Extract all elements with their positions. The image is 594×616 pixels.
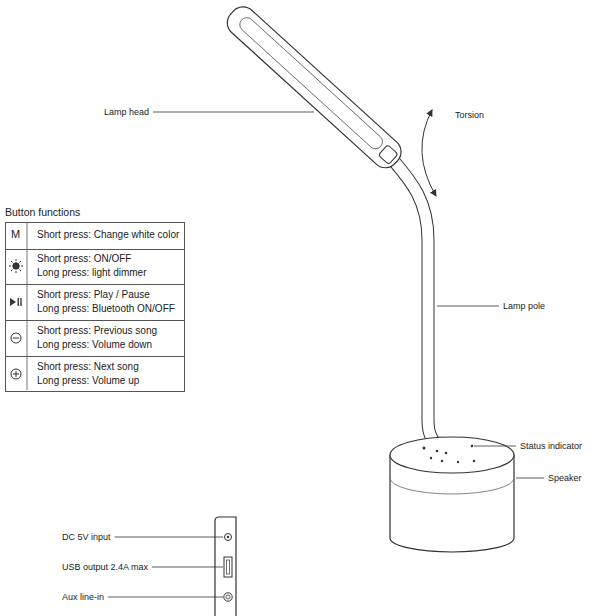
play-pause-icon xyxy=(10,298,22,306)
part-label: Lamp head xyxy=(104,107,149,118)
part-label: Lamp pole xyxy=(503,301,545,312)
button-symbol: M xyxy=(11,228,20,241)
table-cell: Short press: Next song xyxy=(37,361,139,373)
table-cell: Short press: ON/OFF xyxy=(37,253,131,265)
sun-icon xyxy=(9,259,23,273)
part-label: Speaker xyxy=(548,473,582,484)
torsion-arrow xyxy=(422,110,436,196)
table-cell: Long press: Volume down xyxy=(37,339,152,351)
table-cell: Long press: light dimmer xyxy=(37,267,147,279)
port-label: Aux line-in xyxy=(62,592,104,603)
leader-line xyxy=(153,112,314,113)
table-heading: Button functions xyxy=(5,206,80,219)
table-cell: Short press: Change white color xyxy=(37,229,179,241)
port-label: USB output 2.4A max xyxy=(62,562,148,573)
lamp-pole xyxy=(393,160,440,448)
table-cell: Short press: Previous song xyxy=(37,325,157,337)
table-divider xyxy=(27,222,28,390)
plus-icon xyxy=(11,369,21,379)
table-cell: Long press: Bluetooth ON/OFF xyxy=(37,303,175,315)
port-label: DC 5V input xyxy=(62,532,111,543)
leader-line xyxy=(437,306,499,307)
leader-line xyxy=(474,446,516,447)
table-cell: Long press: Volume up xyxy=(37,375,139,387)
part-label: Status indicator xyxy=(520,441,582,452)
leader-line xyxy=(516,478,544,479)
lamp-head xyxy=(222,2,406,174)
side-panel xyxy=(215,517,236,616)
leader-line xyxy=(108,597,223,598)
lamp-pole-fill xyxy=(393,160,440,448)
leader-line xyxy=(115,537,223,538)
part-label: Torsion xyxy=(455,110,484,121)
leader-line xyxy=(152,567,223,568)
table-cell: Short press: Play / Pause xyxy=(37,289,150,301)
speaker-base xyxy=(390,437,514,552)
minus-icon xyxy=(11,333,21,343)
